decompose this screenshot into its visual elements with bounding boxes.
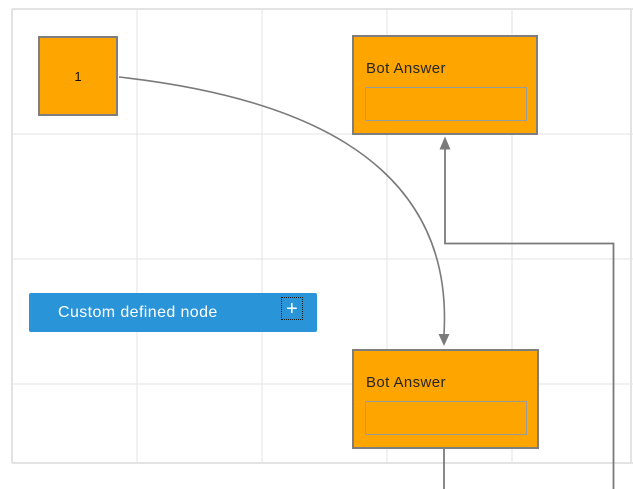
arrowhead-up-icon (439, 136, 451, 150)
custom-node-label: Custom defined node (58, 303, 218, 321)
bot-answer-top-label: Bot Answer (366, 60, 446, 77)
bot-answer-node-top[interactable]: Bot Answer (352, 35, 538, 135)
node-1-label: 1 (74, 68, 82, 84)
node-1[interactable]: 1 (38, 36, 118, 116)
connector-bezier-node1-to-bottom[interactable] (118, 76, 446, 335)
add-node-button[interactable]: + (281, 297, 303, 320)
bot-answer-bottom-label: Bot Answer (366, 374, 446, 391)
bot-answer-top-input[interactable] (365, 87, 527, 121)
plus-icon: + (285, 297, 299, 320)
bot-answer-node-bottom[interactable]: Bot Answer (352, 349, 539, 449)
bot-answer-bottom-input[interactable] (365, 401, 527, 435)
arrowhead-down-icon (438, 334, 450, 346)
custom-defined-node[interactable]: Custom defined node + (29, 293, 317, 332)
connector-orthogonal-to-top[interactable] (444, 149, 615, 489)
